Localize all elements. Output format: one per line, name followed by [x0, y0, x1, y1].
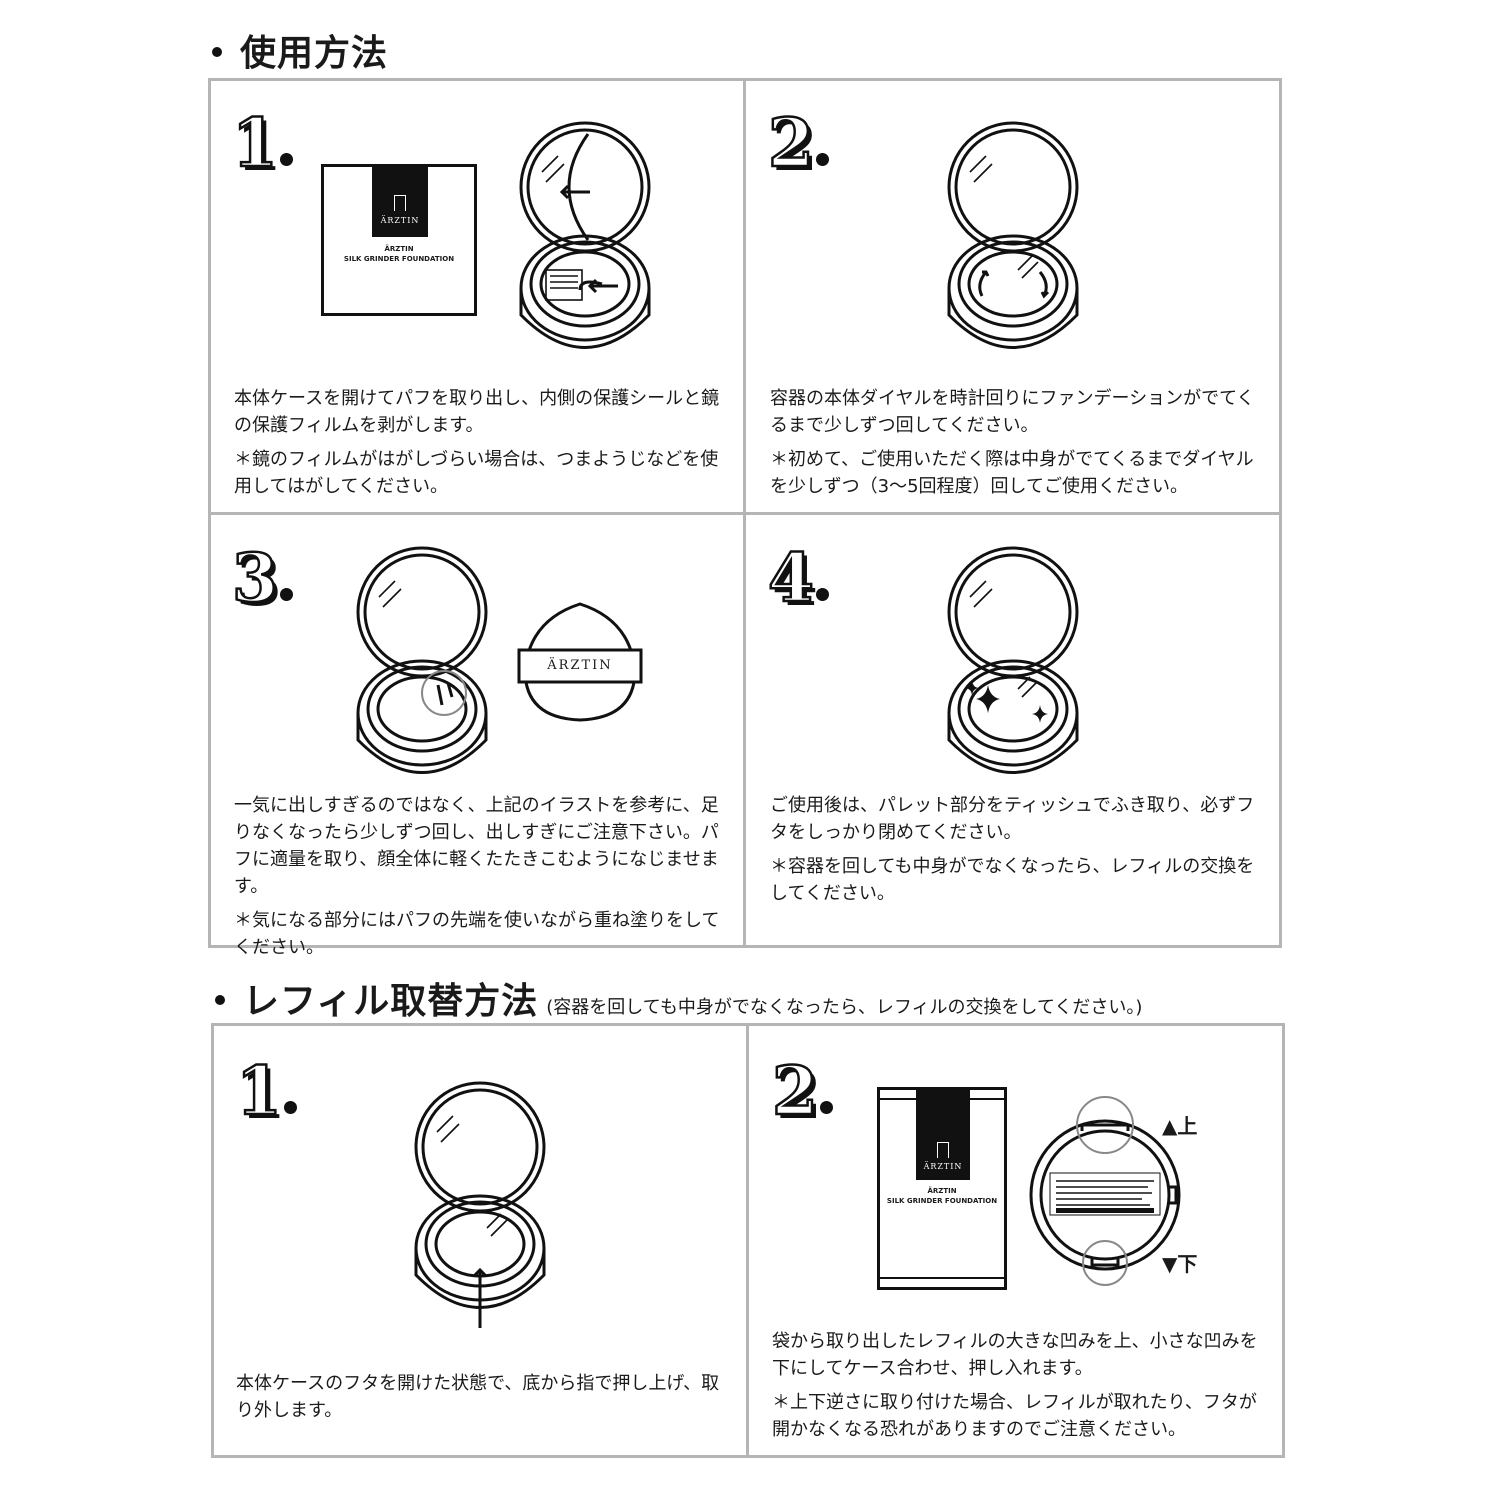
usage-step-2-number: 2 — [767, 109, 829, 177]
usage-step-2-text: 容器の本体ダイヤルを時計回りにファンデーションがでてくるまで少しずつ回してくださ… — [770, 388, 1255, 497]
refill-section-note: (容器を回しても中身がでなくなったら、レフィルの交換をしてください。) — [546, 997, 1143, 1018]
compact-open-icon — [356, 546, 488, 774]
bullet-icon — [212, 47, 222, 57]
compact-open-icon — [947, 121, 1079, 349]
castle-logo-icon — [937, 1142, 949, 1158]
usage-step-4-number: 4 — [767, 544, 829, 612]
down-label: ▼下 — [1162, 1252, 1198, 1276]
refill-step-2-number: 2 — [771, 1057, 833, 1125]
arrow-icon — [472, 1267, 488, 1328]
usage-step-4-text: ご使用後は、パレット部分をティッシュでふき取り、必ずフタをしっかり閉めてください… — [770, 795, 1255, 904]
castle-logo-icon — [394, 195, 406, 211]
refill-step-1-number: 1 — [235, 1057, 297, 1125]
refill-pouch-icon: ÄRZTIN ÄRZTIN SILK GRINDER FOUNDATION — [877, 1087, 1007, 1290]
usage-section-title: 使用方法 — [212, 24, 388, 76]
compact-open-icon — [414, 1081, 546, 1328]
usage-step-3-number: 3 — [231, 544, 293, 612]
bullet-icon — [215, 995, 225, 1005]
refill-top-view-icon — [1029, 1096, 1181, 1286]
rotate-arrow-icon — [1038, 271, 1050, 299]
product-box-icon: ÄRZTIN ÄRZTIN SILK GRINDER FOUNDATION — [321, 164, 477, 316]
box-product-name: ÄRZTIN — [384, 245, 414, 253]
puff-icon — [517, 602, 643, 722]
pouch-brand-name: ÄRZTIN — [923, 1162, 963, 1171]
arrow-icon — [559, 184, 590, 200]
pouch-product-sub: SILK GRINDER FOUNDATION — [886, 1197, 998, 1205]
up-label: ▲上 — [1162, 1114, 1198, 1138]
sparkle-icon — [976, 685, 1000, 713]
compact-open-icon — [519, 121, 651, 349]
refill-section-title: レフィル取替方法(容器を回しても中身がでなくなったら、レフィルの交換をしてくださ… — [215, 972, 1142, 1024]
usage-step-1-number: 1 — [231, 109, 293, 177]
refill-step-2-text: 袋から取り出したレフィルの大きな凹みを上、小さな凹みを下にしてケース合わせ、押し… — [772, 1331, 1258, 1440]
sparkle-icon — [966, 681, 978, 695]
sparkle-icon — [1032, 705, 1048, 723]
pouch-product-name: ÄRZTIN — [927, 1187, 957, 1195]
usage-step-1-text: 本体ケースを開けてパフを取り出し、内側の保護シールと鏡の保護フィルムを剥がします… — [234, 388, 720, 497]
arrow-icon — [587, 278, 618, 294]
usage-grid-divider-h — [208, 512, 1282, 515]
puff-brand-name: ÄRZTIN — [547, 658, 613, 673]
refill-grid-divider-v — [746, 1023, 749, 1458]
refill-step-1-text: 本体ケースのフタを開けた状態で、底から指で押し上げ、取り外します。 — [236, 1373, 720, 1421]
rotate-arrow-icon — [978, 270, 990, 297]
box-brand-name: ÄRZTIN — [380, 216, 420, 225]
box-product-sub: SILK GRINDER FOUNDATION — [343, 255, 455, 263]
usage-step-3-text: 一気に出しすぎるのではなく、上記のイラストを参考に、足りなくなったら少しずつ回し… — [234, 795, 720, 958]
compact-open-icon — [947, 546, 1079, 774]
